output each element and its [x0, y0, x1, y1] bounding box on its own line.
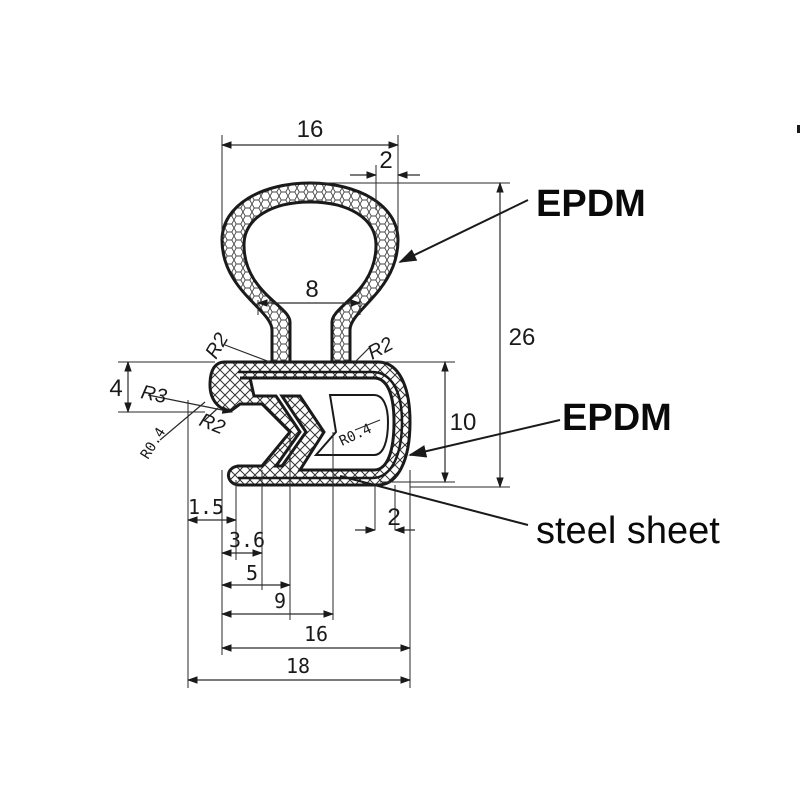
dim-total-height: 26: [509, 324, 536, 351]
clip-outline: [208, 360, 412, 487]
dim-9: 9: [274, 589, 286, 613]
edge-mark: [797, 125, 800, 133]
radius-leaders: [147, 344, 381, 441]
dim-16: 16: [304, 622, 328, 646]
dim-3-6: 3.6: [229, 528, 265, 552]
radius-r2-left: R2: [201, 329, 233, 362]
bulb-section: [220, 181, 400, 364]
callouts: [339, 199, 561, 526]
dim-18: 18: [286, 654, 310, 678]
bulb-outline: [220, 181, 400, 364]
dim-1-5: 1.5: [188, 495, 224, 519]
radius-r2-right: R2: [364, 333, 397, 364]
radius-r2-lower: R2: [196, 409, 228, 439]
dim-lip-height: 4: [109, 375, 122, 402]
steel-core: [238, 370, 404, 480]
dim-bulb-inner: 8: [305, 276, 318, 303]
dim-clip-height: 10: [450, 409, 477, 436]
clip-section: [208, 360, 412, 487]
dim-clip-wall: 2: [387, 504, 400, 531]
dim-bulb-wall: 2: [379, 147, 392, 174]
radius-r3: R3: [139, 381, 169, 408]
clip-cavity: [313, 394, 390, 456]
radius-r0-4-left: R0.4: [138, 425, 169, 462]
label-epdm-top: EPDM: [536, 183, 646, 225]
label-steel-sheet: steel sheet: [536, 510, 720, 552]
dimension-lines: [124, 141, 504, 684]
dim-width-bulb: 16: [297, 116, 324, 143]
dim-5: 5: [246, 561, 258, 585]
label-epdm-mid: EPDM: [562, 397, 672, 439]
